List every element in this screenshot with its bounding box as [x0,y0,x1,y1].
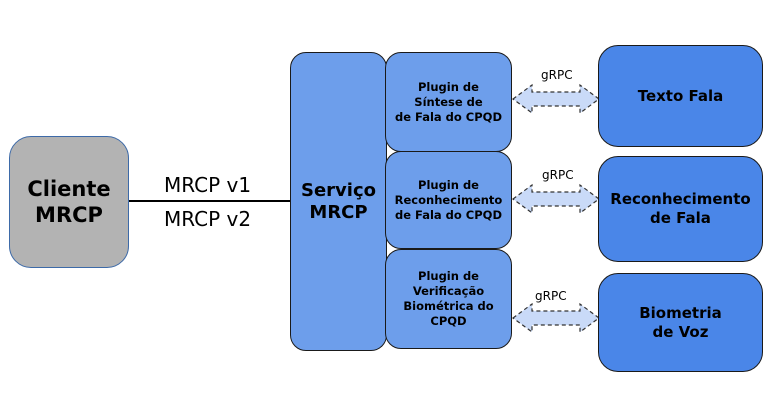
engine-speech-recognition-box: Reconhecimento de Fala [598,156,763,262]
engine-text-to-speech-label: Texto Fala [637,86,724,105]
grpc-label-recognition: gRPC [542,168,574,182]
grpc-label-synthesis: gRPC [541,68,573,82]
client-mrcp-box: Cliente MRCP [9,136,129,268]
engine-voice-biometrics-box: Biometria de Voz [598,273,763,372]
double-arrow-synthesis [511,83,601,115]
plugin-recognition-box: Plugin de Reconhecimento de Fala do CPQD [385,151,512,249]
service-mrcp-box: Serviço MRCP [290,52,387,351]
plugin-biometric-box: Plugin de Verificação Biométrica do CPQD [385,249,512,349]
client-mrcp-label: Cliente MRCP [27,177,111,227]
plugin-recognition-label: Plugin de Reconhecimento de Fala do CPQD [394,177,503,222]
engine-voice-biometrics-label: Biometria de Voz [639,303,722,341]
protocol-label-v2: MRCP v2 [164,207,252,231]
protocol-label-v1: MRCP v1 [164,173,252,197]
plugin-biometric-label: Plugin de Verificação Biométrica do CPQD [403,269,494,328]
engine-text-to-speech-box: Texto Fala [598,45,763,147]
double-arrow-recognition [511,183,601,215]
plugin-synthesis-box: Plugin de Síntese de de Fala do CPQD [385,52,512,152]
mrcp-connection-line [129,200,290,202]
grpc-label-biometric: gRPC [535,289,567,303]
plugin-synthesis-label: Plugin de Síntese de de Fala do CPQD [394,79,502,124]
double-arrow-biometric [511,302,601,334]
engine-speech-recognition-label: Reconhecimento de Fala [610,190,751,227]
service-mrcp-label: Serviço MRCP [301,179,376,223]
